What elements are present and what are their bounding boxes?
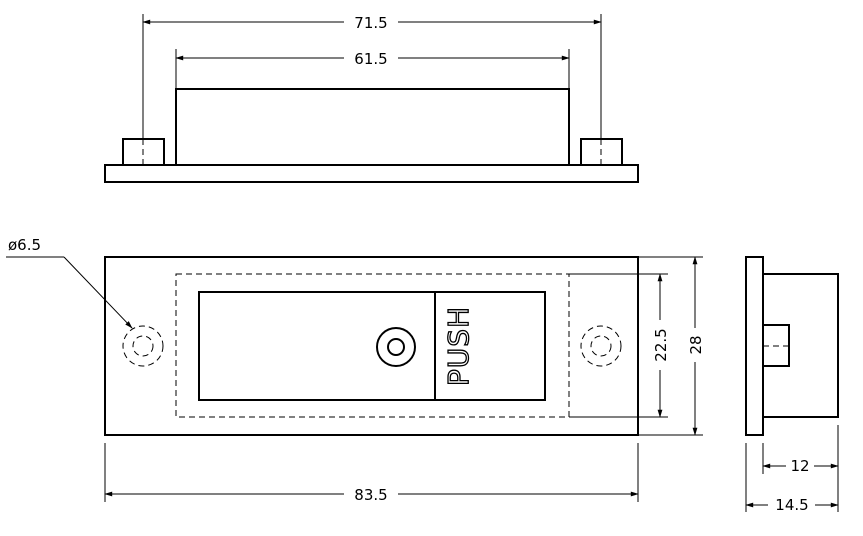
hidden-body-outline xyxy=(175,273,570,418)
dimension-label: 61.5 xyxy=(354,50,387,68)
left-boss-top xyxy=(122,138,165,166)
dimension-overall-depth: 14.5 xyxy=(745,496,839,514)
dimension-overall-height: 28 xyxy=(687,256,705,436)
dimension-overall-length-front: 83.5 xyxy=(104,486,639,504)
face-plate xyxy=(104,256,639,436)
left-hole xyxy=(122,325,164,367)
top-view: 71.5 61.5 xyxy=(104,14,639,183)
dimension-label: ø6.5 xyxy=(8,236,41,254)
dimension-label: 12 xyxy=(790,457,809,475)
dimension-hole-diameter: ø6.5 xyxy=(6,236,133,329)
side-view: 12 14.5 xyxy=(745,256,839,514)
dimension-overall-length-top: 71.5 xyxy=(142,14,602,32)
right-boss-top xyxy=(580,138,623,166)
push-label: PUSH xyxy=(442,306,475,386)
push-button xyxy=(198,291,546,401)
dimension-label: 71.5 xyxy=(354,14,387,32)
front-view: PUSH ø6.5 22.5 28 8 xyxy=(6,236,705,504)
side-knob xyxy=(762,324,790,367)
dimension-body-length-top: 61.5 xyxy=(175,50,570,68)
dimension-label: 28 xyxy=(687,335,705,354)
right-hole xyxy=(580,325,622,367)
base-plate xyxy=(104,164,639,183)
dimension-label: 22.5 xyxy=(652,328,670,361)
dimension-label: 14.5 xyxy=(775,496,808,514)
latch-body-top xyxy=(175,88,570,166)
center-knob xyxy=(376,327,416,367)
dimension-label: 83.5 xyxy=(354,486,387,504)
dimension-inner-height: 22.5 xyxy=(652,273,670,418)
dimension-body-depth: 12 xyxy=(762,457,839,475)
side-plate xyxy=(745,256,764,436)
